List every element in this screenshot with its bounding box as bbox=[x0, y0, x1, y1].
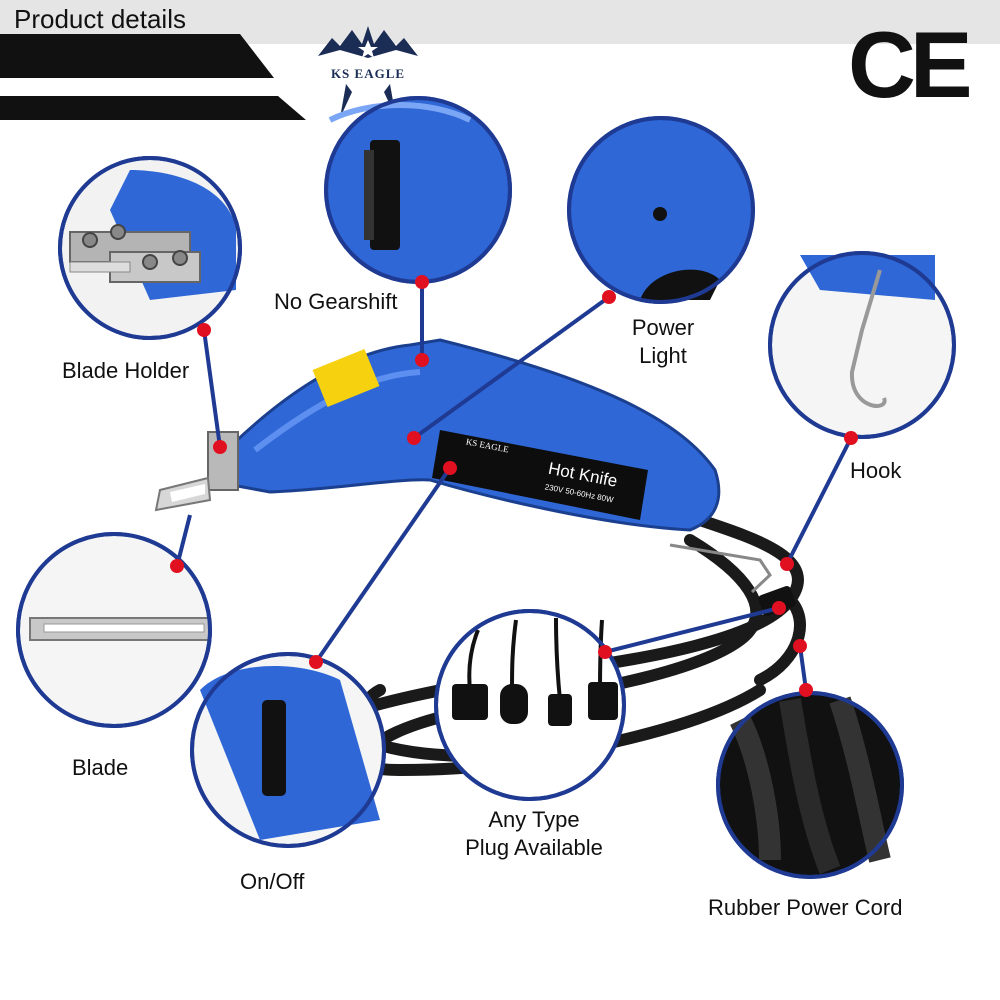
on-off-detail bbox=[190, 652, 386, 848]
callout-dot bbox=[780, 557, 794, 571]
callout-dot bbox=[197, 323, 211, 337]
on-off-label: On/Off bbox=[240, 869, 305, 894]
callout-dot bbox=[443, 461, 457, 475]
power-light-detail bbox=[567, 116, 755, 304]
header-stripe-bottom bbox=[0, 96, 306, 120]
callout-dot bbox=[598, 645, 612, 659]
blade-holder-detail bbox=[58, 156, 242, 340]
plug-label-line1: Any Type bbox=[488, 807, 580, 832]
callout-dot bbox=[415, 275, 429, 289]
callout-dot bbox=[213, 440, 227, 454]
ce-mark: CE bbox=[848, 12, 973, 117]
power-light-label: Power Light bbox=[618, 314, 708, 370]
callout-dot bbox=[793, 639, 807, 653]
hook-on-tool bbox=[669, 543, 772, 594]
plug-label-line2: Plug Available bbox=[465, 835, 603, 860]
callout-dot bbox=[407, 431, 421, 445]
callout-dot bbox=[602, 290, 616, 304]
eagle-logo-icon bbox=[318, 26, 418, 118]
power-cord-label: Rubber Power Cord bbox=[708, 895, 903, 920]
no-gearshift-detail bbox=[324, 96, 512, 284]
logo-text: KS EAGLE bbox=[330, 66, 406, 81]
callout-dot bbox=[772, 601, 786, 615]
cord-connector bbox=[758, 585, 796, 617]
header-stripe-top bbox=[0, 34, 274, 78]
power-light-label-line2: Light bbox=[639, 343, 687, 368]
callout-lines bbox=[175, 282, 853, 691]
page-title: Product details bbox=[14, 4, 186, 34]
hook-detail bbox=[768, 251, 956, 439]
power-light-label-line1: Power bbox=[631, 315, 695, 340]
plug-label: Any Type Plug Available bbox=[452, 806, 616, 862]
hot-knife-tool: KS EAGLE Hot Knife 230V 50-60Hz 80W bbox=[230, 338, 721, 532]
blade-holder-label: Blade Holder bbox=[62, 358, 190, 383]
blade-label: Blade bbox=[72, 755, 129, 780]
plug-detail bbox=[434, 609, 626, 801]
power-cord-detail bbox=[716, 691, 904, 879]
hook-label: Hook bbox=[850, 458, 902, 483]
callout-dot bbox=[415, 353, 429, 367]
callout-dot bbox=[309, 655, 323, 669]
callout-dot bbox=[799, 683, 813, 697]
no-gearshift-label: No Gearshift bbox=[274, 289, 398, 314]
callout-dot bbox=[844, 431, 858, 445]
callout-dot bbox=[170, 559, 184, 573]
callout-dots bbox=[170, 275, 858, 697]
detail-circles bbox=[16, 96, 956, 879]
blade-detail bbox=[16, 532, 212, 728]
